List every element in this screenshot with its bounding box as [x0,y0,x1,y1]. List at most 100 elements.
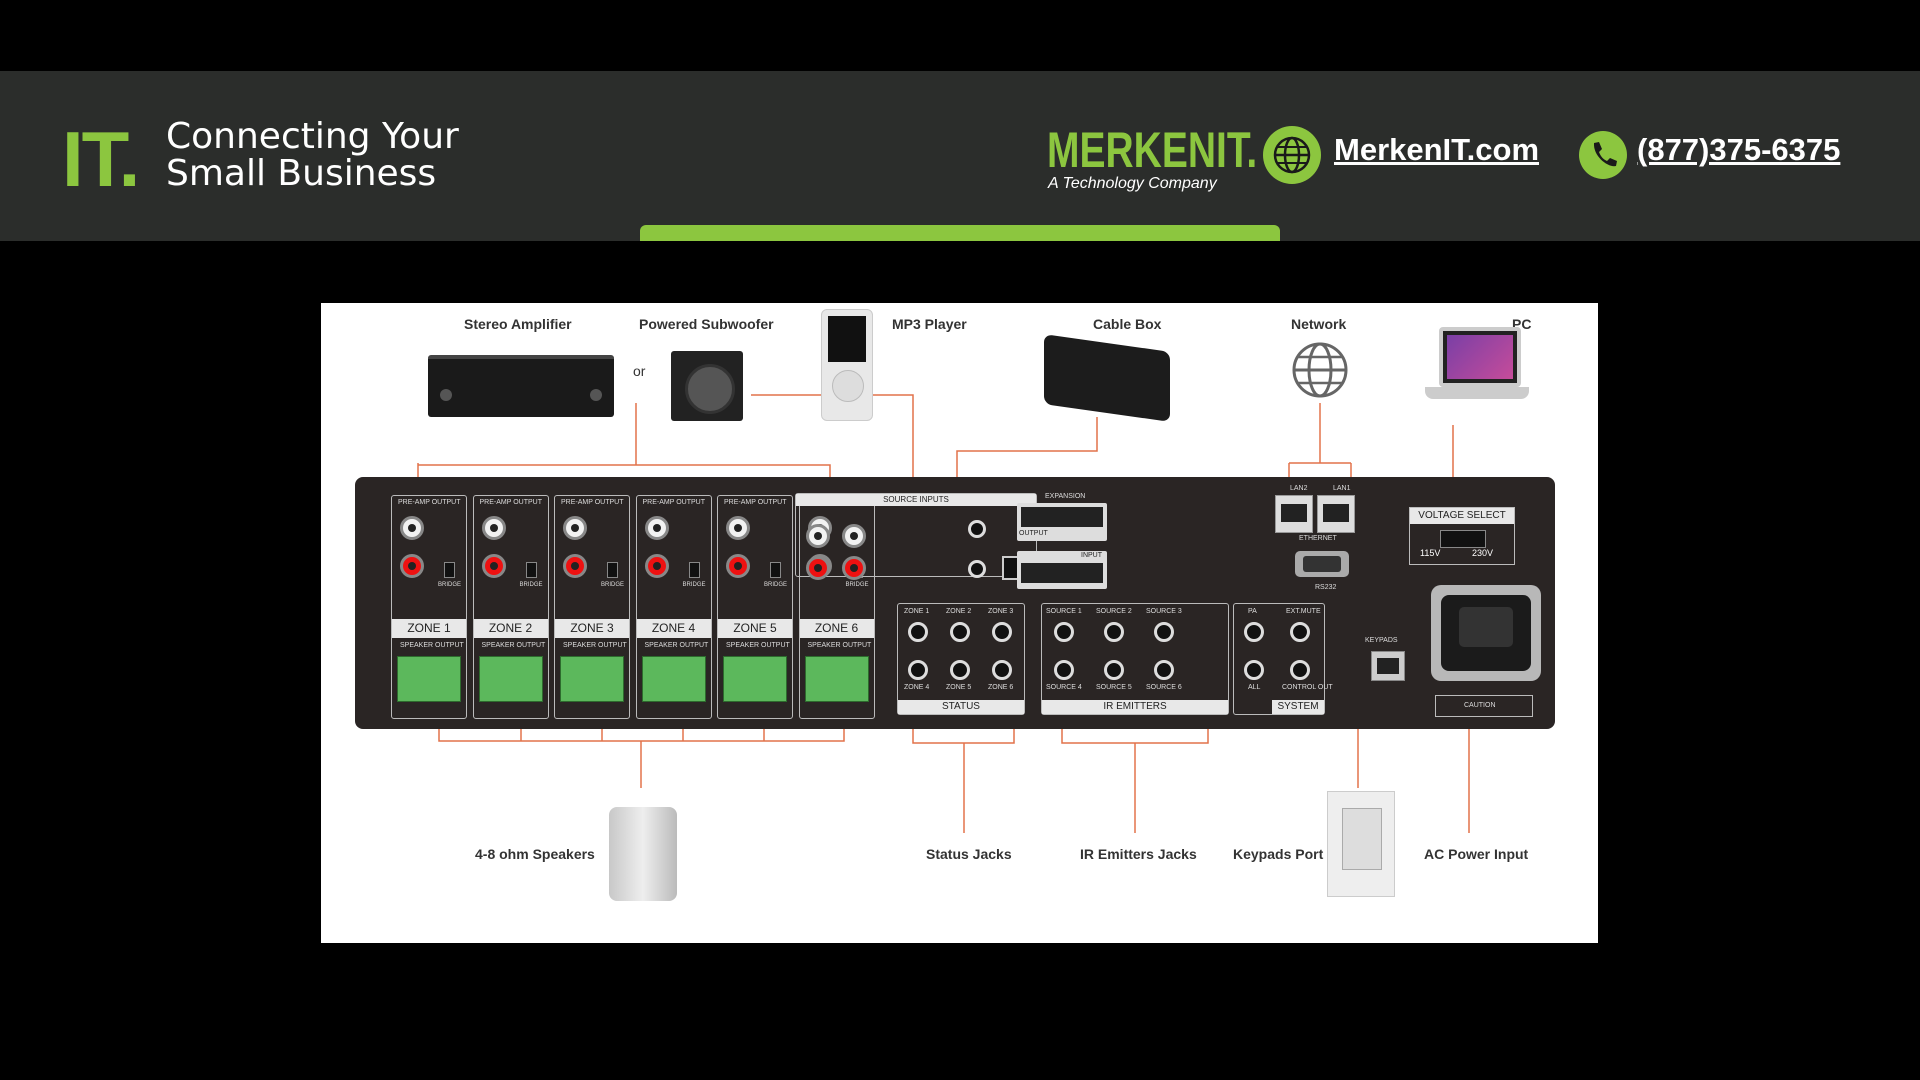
zone-5-preamp-left[interactable] [726,516,750,540]
all-label: ALL [1248,684,1261,691]
or-label: or [633,363,646,379]
expansion-output-port[interactable]: OUTPUT [1017,503,1107,541]
ac-power-inlet[interactable] [1431,585,1541,681]
expansion-input-label: INPUT [1081,552,1102,559]
keypad-wallplate-image [1327,791,1395,897]
zone-5-label: ZONE 5 [718,619,792,638]
caution-label-box: CAUTION [1435,695,1533,717]
ir-emitter-jack[interactable] [1104,660,1124,680]
ir-emitter-jack[interactable] [1154,622,1174,642]
zone-3-bridge-switch[interactable] [607,562,618,578]
zone-1-speaker-terminal[interactable] [397,656,461,702]
zone-4-preamp-right[interactable] [644,554,669,578]
rs232-label: RS232 [1315,584,1337,591]
ethernet-label: ETHERNET [1299,535,1337,542]
network-globe-icon [1291,341,1349,403]
accent-bar [640,225,1280,241]
zone-4-speaker-terminal[interactable] [641,656,706,702]
speaker-output-label: SPEAKER OUTPUT [400,642,464,649]
expansion-input-port[interactable]: INPUT [1017,551,1107,589]
source-input-2-right[interactable] [842,556,866,580]
status-zone-bottom-label: ZONE 5 [946,684,972,691]
rs232-port[interactable] [1295,551,1349,577]
control-out-jack[interactable] [1290,660,1310,680]
zone-3-preamp-left[interactable] [563,516,587,540]
status-jack[interactable] [950,622,970,642]
keypads-port[interactable] [1371,651,1405,681]
pre-amp-output-label: PRE-AMP OUTPUT [724,499,787,506]
tagline-line-1: Connecting Your [166,116,459,157]
speaker-output-label: SPEAKER OUTPUT [726,642,790,649]
zone-2-speaker-terminal[interactable] [478,656,543,702]
website-link[interactable]: MerkenIT.com [1334,132,1540,167]
speaker-image [609,807,677,901]
zone-1-preamp-right[interactable] [400,554,424,578]
zone-5-bridge-switch[interactable] [770,562,781,578]
lan2-port[interactable] [1275,495,1313,533]
lan1-port[interactable] [1317,495,1355,533]
ir-emitter-jack[interactable] [1154,660,1174,680]
keypads-label: KEYPADS [1365,637,1398,644]
ext-mute-jack[interactable] [1290,622,1310,642]
speaker-output-label: SPEAKER OUTPUT [563,642,627,649]
zone-2-bridge-switch[interactable] [525,562,537,578]
ir-emitter-jack[interactable] [1054,622,1074,642]
pa-jack[interactable] [1244,622,1264,642]
phone-icon [1579,131,1627,179]
status-jack[interactable] [992,622,1012,642]
zone-2-preamp-right[interactable] [481,554,506,578]
zone-5-module: PRE-AMP OUTPUT BRIDGE ZONE 5 SPEAKER OUTPUT [717,495,793,719]
status-zone-bottom-label: ZONE 4 [904,684,930,691]
zone-2-preamp-left[interactable] [481,516,506,540]
bridge-label: BRIDGE [682,582,706,588]
zone-3-speaker-terminal[interactable] [560,656,624,702]
bridge-label: BRIDGE [438,582,462,588]
ir-emitter-jack[interactable] [1054,660,1074,680]
network-label: Network [1291,316,1347,332]
zone-4-label: ZONE 4 [636,619,711,638]
zone-5-speaker-terminal[interactable] [723,656,787,702]
source-input-1-right[interactable] [806,556,830,580]
zone-4-preamp-left[interactable] [644,516,669,540]
source-input-2-left[interactable] [842,524,866,548]
optical-input-2[interactable] [968,560,986,578]
system-label: SYSTEM [1272,700,1324,714]
source-input-1-left[interactable] [806,524,830,548]
zone-6-label: ZONE 6 [799,619,874,638]
voltage-select-switch[interactable]: VOLTAGE SELECT 115V 230V [1409,507,1515,565]
tagline-line-2: Small Business [166,153,437,194]
status-jack[interactable] [908,660,928,680]
ir-source-bottom-label: SOURCE 6 [1146,684,1182,691]
ir-source-top-label: SOURCE 3 [1146,608,1182,615]
ext-mute-label: EXT.MUTE [1286,608,1321,615]
cable-box-label: Cable Box [1093,316,1162,332]
phone-link[interactable]: (877)375-6375 [1637,132,1841,167]
bridge-label: BRIDGE [764,582,788,588]
powered-subwoofer-label: Powered Subwoofer [639,316,774,332]
ir-emitters-jacks-label: IR Emitters Jacks [1080,846,1197,862]
ir-emitter-jack[interactable] [1104,622,1124,642]
status-jack[interactable] [950,660,970,680]
zone-3-preamp-right[interactable] [563,554,587,578]
zone-6-speaker-terminal[interactable] [804,656,869,702]
ir-emitters-label: IR EMITTERS [1042,700,1228,714]
status-jack[interactable] [992,660,1012,680]
zone-1-bridge-switch[interactable] [444,562,455,578]
zone-5-preamp-right[interactable] [726,554,750,578]
brand-logo: MERKENIT. [1047,122,1258,178]
optical-input-1[interactable] [968,520,986,538]
all-jack[interactable] [1244,660,1264,680]
speakers-label: 4-8 ohm Speakers [475,846,595,862]
zone-4-bridge-switch[interactable] [688,562,700,578]
status-jacks-label: Status Jacks [926,846,1012,862]
zone-1-preamp-left[interactable] [400,516,424,540]
lan2-label: LAN2 [1290,485,1308,492]
pre-amp-output-label: PRE-AMP OUTPUT [479,499,543,506]
caution-label: CAUTION [1464,702,1496,709]
status-jack[interactable] [908,622,928,642]
ir-source-top-label: SOURCE 2 [1096,608,1132,615]
